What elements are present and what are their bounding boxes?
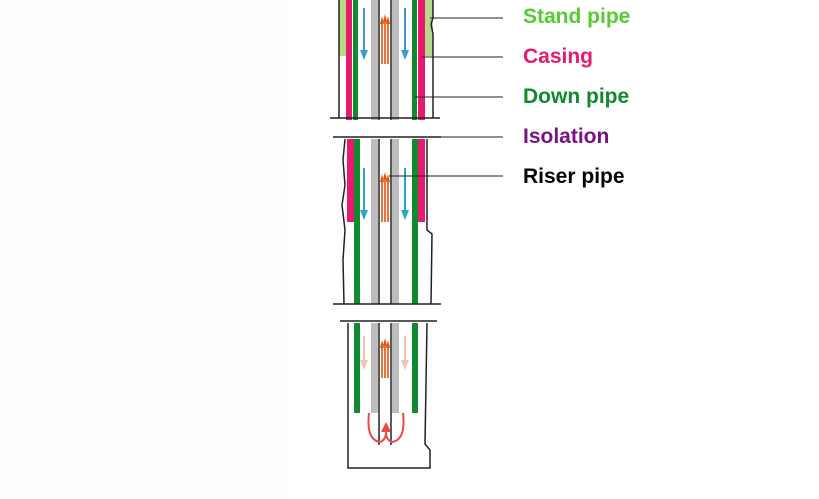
section-bottom [340, 320, 437, 469]
borehole-bottom-outline [347, 322, 431, 469]
flow-up-arrow-group [380, 14, 390, 64]
isolation-right [392, 139, 399, 304]
section-top [330, 0, 440, 120]
casing-right [418, 0, 425, 120]
isolation-left [371, 0, 378, 120]
flow-arrows [360, 8, 409, 378]
label-down-pipe: Down pipe [523, 85, 630, 108]
return-flow-arrowhead [381, 422, 391, 432]
leader-lines [389, 17, 503, 177]
stand-pipe-fill-left [339, 0, 347, 56]
flow-down-arrowhead [401, 50, 409, 60]
down-pipe-left [354, 323, 360, 413]
borehole-wall-left [341, 138, 346, 305]
casing-right [418, 139, 425, 222]
isolation-right [392, 323, 399, 413]
label-casing: Casing [523, 45, 594, 68]
down-pipe-right [412, 323, 418, 413]
isolation-right [392, 0, 399, 120]
down-pipe-left [354, 139, 360, 304]
flow-down-arrowhead [360, 210, 368, 220]
isolation-left [371, 139, 378, 304]
stand-pipe-fill-right [425, 0, 433, 56]
section-middle [333, 136, 441, 305]
down-pipe-right [412, 0, 417, 120]
borehole-wall-right [430, 0, 434, 118]
label-isolation: Isolation [523, 125, 610, 148]
flow-down-arrowhead [401, 360, 409, 370]
flow-down-arrowhead [401, 210, 409, 220]
return-flow-right [385, 412, 405, 444]
flow-down-arrowhead [360, 360, 368, 370]
label-stand-pipe: Stand pipe [523, 5, 631, 28]
left-blank-panel [0, 0, 288, 499]
down-pipe-left [353, 0, 358, 120]
isolation-left [371, 323, 378, 413]
flow-up-arrow-group [380, 172, 390, 222]
flow-up-arrow-group [380, 338, 390, 378]
label-riser-pipe: Riser pipe [523, 165, 625, 188]
down-pipe-right [412, 139, 418, 304]
borehole-wall-right [426, 139, 433, 305]
casing-left [346, 0, 352, 120]
flow-down-arrowhead [360, 50, 368, 60]
casing-left [347, 139, 354, 222]
